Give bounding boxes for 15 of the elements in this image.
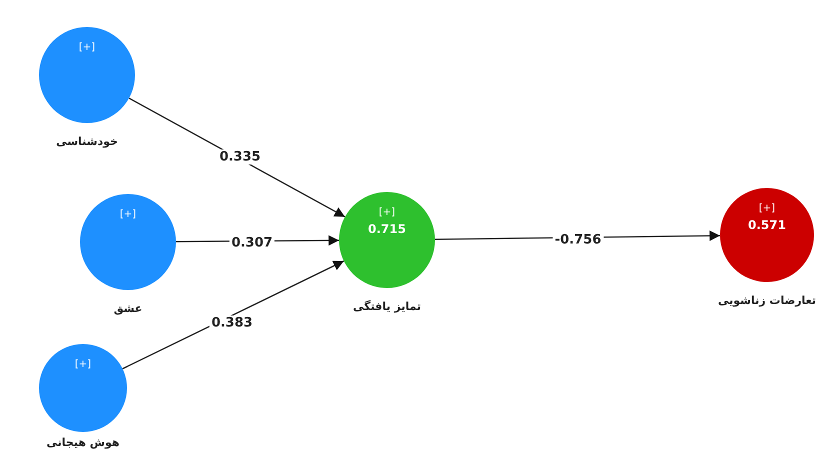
r-squared-value: 0.715 (368, 223, 406, 236)
path-arrow (122, 260, 344, 370)
path-arrow (128, 98, 346, 218)
expand-marker: [+] (758, 202, 776, 215)
expand-marker: [+] (378, 206, 396, 219)
path-coefficient: 0.335 (217, 150, 263, 164)
construct-name: خودشناسی (56, 135, 118, 148)
expand-marker: [+] (74, 358, 92, 371)
r-squared-value: 0.571 (748, 219, 786, 232)
expand-marker: [+] (120, 208, 136, 221)
construct-name: عشق (114, 302, 142, 315)
expand-marker: [+] (78, 41, 96, 54)
construct-name: تعارضات زناشویی (718, 294, 816, 307)
construct-name: تمایز یافتگی (353, 300, 421, 313)
construct-name: هوش هیجانی (46, 436, 120, 449)
